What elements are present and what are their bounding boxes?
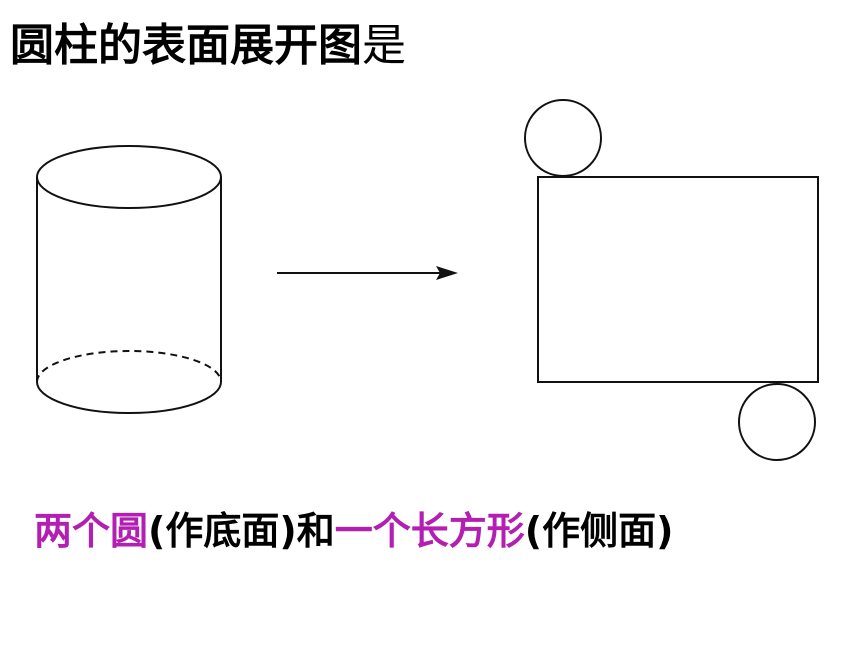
caption-base-note: (作底面)和: [148, 509, 335, 553]
caption-two-circles: 两个圆: [34, 509, 149, 553]
net-top-circle: [524, 99, 602, 177]
caption: 两个圆(作底面)和一个长方形(作侧面): [34, 512, 674, 550]
net-lateral-rectangle: [537, 176, 819, 383]
slide-title: 圆柱的表面展开图是: [10, 24, 406, 68]
cylinder-bottom-front-arc: [36, 381, 222, 414]
cylinder: [36, 145, 222, 414]
net-bottom-circle: [738, 383, 816, 461]
cylinder-bottom-back-arc: [36, 350, 222, 383]
title-main: 圆柱的表面展开图: [10, 20, 362, 71]
arrow-head: [436, 266, 458, 280]
cylinder-net: [524, 99, 819, 461]
caption-side-note: (作侧面): [524, 509, 674, 553]
transform-arrow: [277, 266, 458, 280]
cylinder-top-ellipse: [36, 145, 222, 209]
title-tail: 是: [362, 20, 406, 71]
caption-rectangle: 一个长方形: [334, 509, 525, 553]
